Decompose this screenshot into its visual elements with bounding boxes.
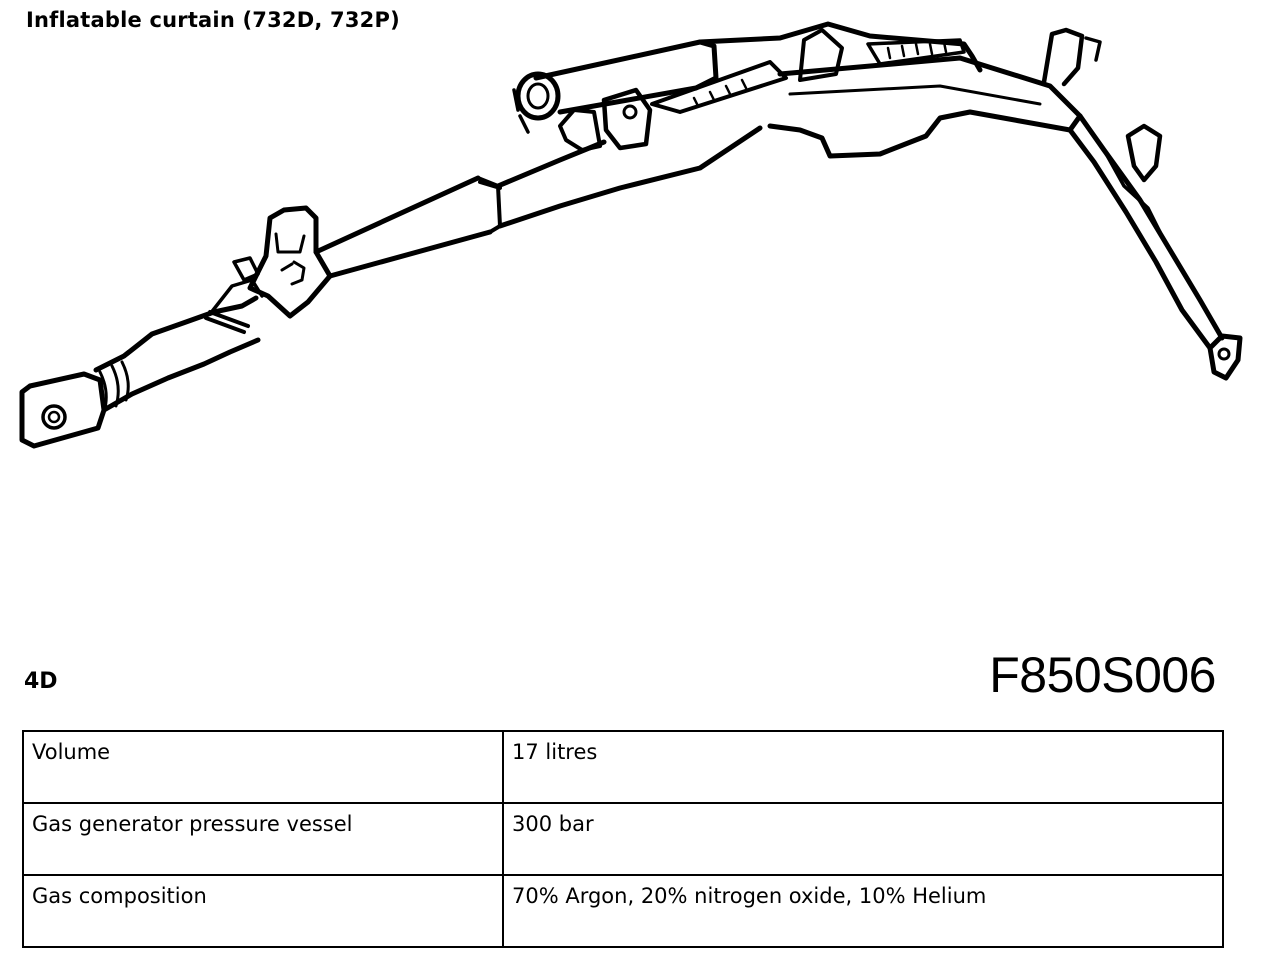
front-bolt-hole-outer bbox=[41, 404, 67, 430]
rear-top-clip bbox=[1041, 27, 1085, 87]
mid-ribbed-rail-teeth bbox=[692, 78, 748, 108]
front-bracket-hook bbox=[274, 232, 306, 254]
generator-bracket-hole bbox=[622, 104, 638, 120]
ribbed-strip-teeth bbox=[886, 40, 948, 60]
rear-bracket bbox=[1125, 123, 1163, 183]
mid-ribbed-rail bbox=[650, 60, 788, 114]
ribbed-strip bbox=[866, 38, 966, 66]
table-row: Volume 17 litres bbox=[22, 730, 1224, 804]
tube-ring bbox=[98, 370, 108, 414]
gas-generator-connector bbox=[512, 88, 530, 134]
rear-mounting-tab bbox=[1207, 333, 1243, 381]
tube-ring bbox=[120, 360, 130, 402]
specification-table: Volume 17 litres Gas generator pressure … bbox=[22, 730, 1224, 948]
generator-bracket bbox=[601, 87, 653, 151]
spec-value: 17 litres bbox=[502, 730, 1224, 804]
front-clip bbox=[208, 278, 264, 316]
front-bolt-hole-inner bbox=[47, 410, 61, 424]
figure-code: F850S006 bbox=[989, 647, 1216, 703]
front-bracket-cutout bbox=[280, 260, 306, 286]
gas-generator-clamp bbox=[558, 108, 602, 152]
inflatable-curtain-illustration bbox=[19, 21, 1243, 449]
spec-value: 70% Argon, 20% nitrogen oxide, 10% Heliu… bbox=[502, 874, 1224, 948]
wide-rail-panel-inner bbox=[788, 84, 1042, 106]
front-bracket bbox=[247, 205, 333, 319]
gas-generator-end-cap-inner bbox=[526, 82, 550, 110]
upper-rail bbox=[697, 21, 983, 73]
spec-label: Gas composition bbox=[22, 874, 504, 948]
tube-ring bbox=[110, 364, 120, 408]
table-row: Gas composition 70% Argon, 20% nitrogen … bbox=[22, 874, 1224, 948]
front-tube-section bbox=[93, 295, 261, 413]
table-row: Gas generator pressure vessel 300 bar bbox=[22, 802, 1224, 876]
front-bolt bbox=[204, 310, 250, 334]
page-title: Inflatable curtain (732D, 732P) bbox=[26, 8, 400, 32]
spec-value: 300 bar bbox=[502, 802, 1224, 876]
variant-label: 4D bbox=[24, 669, 58, 694]
spec-label: Volume bbox=[22, 730, 504, 804]
gas-generator-end-cap bbox=[515, 71, 561, 121]
rear-bolt-hole bbox=[1217, 347, 1231, 361]
rear-top-clip-prong bbox=[1084, 36, 1102, 62]
rear-descending-section bbox=[1067, 113, 1225, 351]
wide-rail-panel bbox=[767, 55, 1083, 159]
rear-tube-section bbox=[495, 125, 763, 229]
middle-tube-section bbox=[313, 175, 493, 279]
gas-generator-body bbox=[533, 39, 719, 115]
spec-label: Gas generator pressure vessel bbox=[22, 802, 504, 876]
rear-strap bbox=[1102, 148, 1162, 234]
